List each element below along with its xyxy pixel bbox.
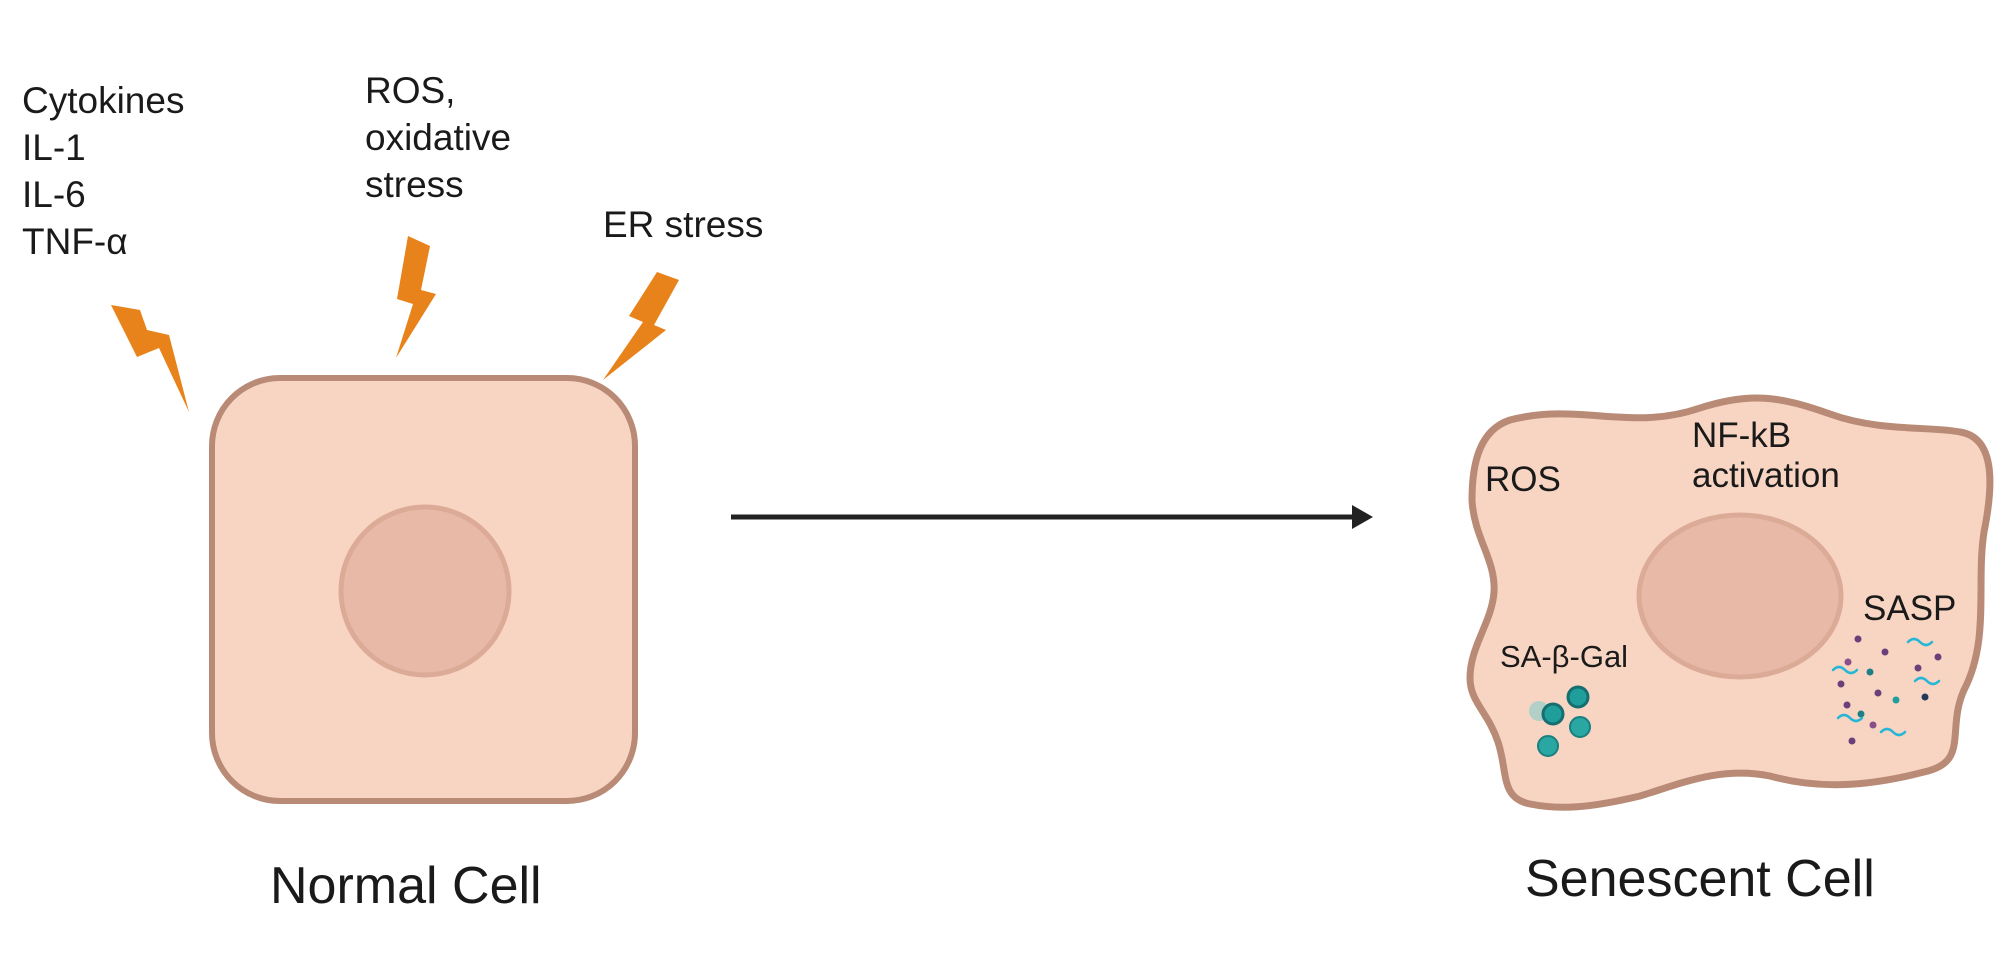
normal-cell-label: Normal Cell [270,857,542,915]
il6-label: IL-6 [22,174,86,215]
sasp-dot [1869,721,1877,729]
cytokines-label: Cytokines [22,80,185,121]
sasp-dot [1844,658,1852,666]
vesicle [1566,685,1590,709]
sasp-squiggle [1906,637,1934,647]
sasp-squiggle [1831,665,1859,675]
sasp-dot [1914,664,1922,672]
sasp-squiggle [1836,713,1864,723]
sasp-label: SASP [1863,589,1957,628]
sasp-squiggle [1879,727,1907,737]
il1-label: IL-1 [22,127,86,168]
ros-stress-label-line2: oxidative [365,117,512,158]
sa-beta-gal-vesicles [1529,685,1591,757]
ros-stress-label-line3: stress [365,164,464,205]
sasp-dot [1892,696,1900,704]
vesicle [1541,702,1565,726]
ros-stress-label-line1: ROS, [365,70,456,111]
sasp-dot [1921,693,1929,701]
lightning-bolt-icon [603,272,679,380]
sasp-dot [1874,689,1882,697]
vesicle [1569,716,1591,738]
nfkb-label-line2: activation [1692,456,1840,495]
sasp-dot [1848,737,1856,745]
nfkb-label-line1: NF-kB [1692,416,1792,455]
lightning-bolt-icon [396,236,436,358]
normal-cell-nucleus [338,504,512,678]
sasp-dot [1857,710,1865,718]
sasp-dot [1843,701,1851,709]
sasp-dot [1854,635,1862,643]
sasp-factors [1831,635,1942,745]
sasp-dot [1881,648,1889,656]
tnf-alpha-label: TNF-α [22,221,128,262]
transition-arrow-head [1352,505,1373,529]
sasp-dot [1837,680,1845,688]
senescent-cell-nucleus [1636,512,1844,680]
senescent-cell-label: Senescent Cell [1525,850,1875,908]
lightning-bolt-icon [111,305,189,412]
sasp-dot [1934,653,1942,661]
er-stress-label: ER stress [603,204,764,245]
sasp-dot [1866,668,1874,676]
ros-marker-label: ROS [1485,460,1561,499]
vesicle [1537,735,1559,757]
sasp-squiggle [1913,676,1941,686]
sa-beta-gal-label: SA-β-Gal [1500,639,1629,674]
